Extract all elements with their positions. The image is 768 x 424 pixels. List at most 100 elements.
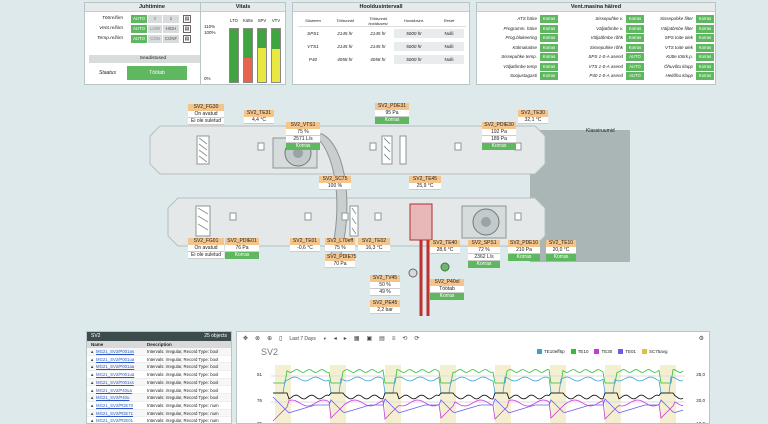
settings-button[interactable]: Seadistused <box>89 55 217 63</box>
pan-icon[interactable]: ✥ <box>243 336 249 342</box>
page-icon[interactable]: ▯ <box>279 336 283 342</box>
add-icon[interactable]: ⊕ <box>267 336 273 342</box>
redo-icon[interactable]: ⟳ <box>414 336 420 342</box>
settings-icon[interactable]: ▤ <box>183 25 191 33</box>
tag-pe45[interactable]: SV2_PE45 2,2 bar <box>370 300 400 314</box>
service-interval-field[interactable]: 5000 hr <box>394 55 434 64</box>
series-te01 <box>272 396 684 414</box>
object-name[interactable]: MG21_SV2/PDE71 <box>96 410 134 416</box>
list-item[interactable]: ▲ MG21_SV2/PDE01 Intervals: irregular, R… <box>87 417 231 424</box>
object-name[interactable]: MG21_SV2/PDE70 <box>96 402 134 408</box>
tag-name: SV2_TE01 <box>290 238 320 245</box>
back-icon[interactable]: ◂ <box>333 336 337 342</box>
mode-auto-button[interactable]: AUTO <box>131 25 147 33</box>
tag-name: SV2_TE10 <box>546 240 576 247</box>
list-icon[interactable]: ≡ <box>391 335 396 342</box>
list-item[interactable]: ▲ MG21_SV2/PDE70 Intervals: irregular, R… <box>87 401 231 410</box>
settings-icon[interactable]: ▤ <box>183 15 191 23</box>
object-name[interactable]: MG21_SV2/P001ua <box>96 356 135 362</box>
tag-te01[interactable]: SV2_TE01 -0,6 °C <box>290 238 320 252</box>
tag-value: Töötab <box>430 286 464 293</box>
list-item[interactable]: ▲ MG21_SV2/P001aa Intervals: irregular, … <box>87 363 231 372</box>
mode-b-button[interactable]: CON <box>148 35 162 43</box>
tag-te31[interactable]: SV2_TE31 4,4 °C <box>244 110 274 124</box>
tag-te30[interactable]: SV2_TE30 32,1 °C <box>518 110 548 124</box>
tag-sc75[interactable]: SV2_SC75 100 % <box>319 176 351 190</box>
object-name[interactable]: MG21_SV2/P001aa <box>96 364 135 370</box>
tag-l70[interactable]: SV2_L70eff 75 % <box>325 238 355 252</box>
tag-te45[interactable]: SV2_TE45 25,9 °C <box>409 176 441 190</box>
object-name[interactable]: MG21_SV2/PDE01 <box>96 418 134 424</box>
legend-item[interactable]: TE01 <box>618 349 636 355</box>
juhtimine-title: Juhtimine <box>85 3 219 12</box>
list-item[interactable]: ▲ MG21_SV2/P001ss Intervals: irregular, … <box>87 378 231 387</box>
rotate-icon[interactable]: ⟲ <box>402 336 408 342</box>
tag-te02[interactable]: SV2_TE02 16,3 °C <box>358 238 390 252</box>
list-item[interactable]: ▲ MG21_SV2/P001ua Intervals: irregular, … <box>87 355 231 364</box>
reset-button[interactable]: Nulli <box>434 42 464 51</box>
tag-status: Korras <box>546 254 576 261</box>
col-desc: Description <box>147 342 172 347</box>
tag-te40[interactable]: SV2_TE40 28,6 °C <box>430 240 460 254</box>
time-range-select[interactable]: Last 7 Days <box>289 335 316 342</box>
tag-value: 76 Pa <box>225 245 259 252</box>
calendar-icon[interactable]: ▦ <box>353 336 360 342</box>
service-interval-field[interactable]: 5000 hr <box>394 42 434 51</box>
object-name[interactable]: MG21_SV2/P001ss <box>96 379 134 385</box>
tag-tv45[interactable]: SV2_TV45 50 %49 % <box>370 275 400 296</box>
stop-icon[interactable]: ⊗ <box>255 336 261 342</box>
control-label: Temp.režiim <box>97 36 123 41</box>
tag-value: 72 % <box>468 247 500 254</box>
tag-pdie75[interactable]: SV2_PDIE75 70 Pa <box>325 254 356 268</box>
legend-item[interactable]: TE10eff5p <box>537 349 565 355</box>
reset-button[interactable]: Nulli <box>434 29 464 38</box>
settings-icon[interactable]: ▤ <box>183 35 191 43</box>
reset-button[interactable]: Nulli <box>434 55 464 64</box>
list-item[interactable]: ▲ MG21_SV2/PDE71 Intervals: irregular, R… <box>87 409 231 418</box>
forward-icon[interactable]: ▸ <box>343 336 347 342</box>
legend-item[interactable]: SC75avg <box>641 349 668 355</box>
list-item[interactable]: ▲ MG21_SV2/P40ua Intervals: irregular, R… <box>87 386 231 395</box>
mode-c-button[interactable]: HIGH <box>163 25 179 33</box>
mode-b-button[interactable]: 0 <box>148 15 162 23</box>
mode-auto-button[interactable]: AUTO <box>131 15 147 23</box>
mode-auto-button[interactable]: AUTO <box>131 35 147 43</box>
range-dropdown-icon[interactable]: ▼ <box>322 336 327 341</box>
tag-name: SV2_TE30 <box>518 110 548 117</box>
object-name[interactable]: MG21_SV2/P001ua <box>96 372 135 378</box>
legend-item[interactable]: TE10 <box>570 349 588 355</box>
object-name[interactable]: MG21_SV2/P40u <box>96 395 130 401</box>
doc-icon[interactable]: ▤ <box>379 336 385 342</box>
tag-name: SV2_FG30 <box>188 104 224 111</box>
hooldus-col-header: Hooldusint. <box>403 18 424 23</box>
list-item[interactable]: ▲ MG21_SV2/P001as Intervals: irregular, … <box>87 348 231 356</box>
legend-item[interactable]: TE30 <box>594 349 612 355</box>
list-item[interactable]: ▲ MG21_SV2/P40u Intervals: irregular, Re… <box>87 394 231 402</box>
hooldus-col-header: Töötunnid <box>336 18 354 23</box>
list-item[interactable]: ▲ MG21_SV2/P001ua Intervals: irregular, … <box>87 371 231 379</box>
mode-b-button[interactable]: LOW <box>148 25 162 33</box>
object-desc: Intervals: irregular, Record Type: num <box>147 402 219 408</box>
object-desc: Intervals: irregular, Record Type: bool <box>147 387 219 393</box>
service-interval-field[interactable]: 5000 hr <box>394 29 434 38</box>
settings-icon[interactable]: ⚙ <box>698 336 704 342</box>
mode-c-button[interactable]: 1 <box>163 15 179 23</box>
object-name[interactable]: MG21_SV2/P40ua <box>96 387 132 393</box>
print-icon[interactable]: ▣ <box>366 336 373 342</box>
mode-c-button[interactable]: CONF <box>163 35 179 43</box>
y-right-tick: 10,0 <box>696 421 705 424</box>
tag-value: 20,0 °C <box>546 247 576 254</box>
legend-swatch <box>594 349 600 355</box>
object-name[interactable]: MG21_SV2/P001as <box>96 349 134 354</box>
